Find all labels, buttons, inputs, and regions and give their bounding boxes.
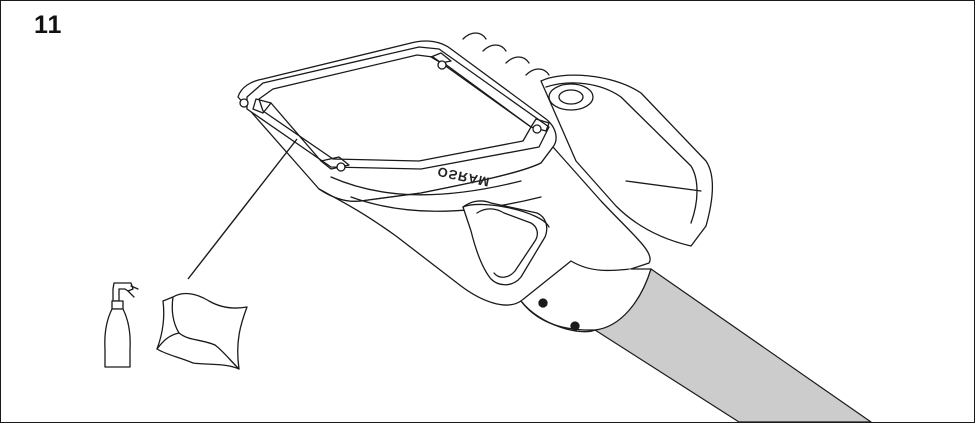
leader-line	[187, 138, 298, 280]
step-number: 11	[34, 11, 63, 39]
luminaire-housing	[237, 32, 714, 333]
cleaning-cloth-icon	[156, 292, 248, 370]
spray-bottle-icon	[104, 282, 139, 368]
